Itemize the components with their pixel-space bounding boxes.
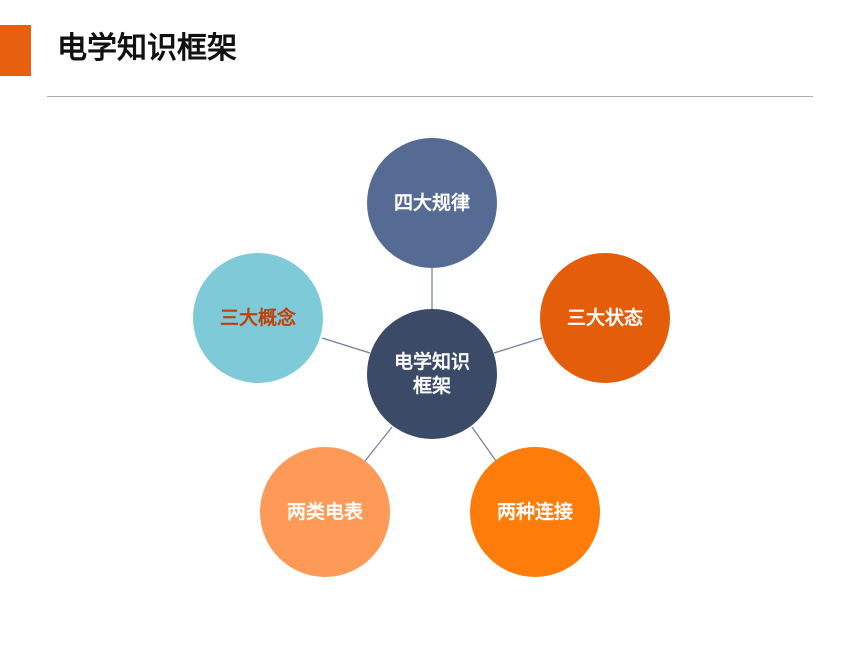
node-left: 三大概念 bbox=[193, 253, 323, 383]
node-top-label: 四大规律 bbox=[393, 192, 470, 214]
node-bottom-left: 两类电表 bbox=[260, 447, 390, 577]
page-title: 电学知识框架 bbox=[57, 31, 237, 66]
node-bottom-right-label: 两种连接 bbox=[496, 501, 573, 523]
center-label-line2: 框架 bbox=[412, 375, 451, 397]
connector-bottom-right bbox=[471, 426, 497, 462]
connector-bottom-left bbox=[364, 426, 393, 462]
node-right-label: 三大状态 bbox=[566, 307, 643, 329]
title-accent-bar bbox=[0, 25, 31, 76]
center-label-line1: 电学知识 bbox=[393, 351, 470, 373]
title-divider bbox=[47, 96, 813, 97]
node-top: 四大规律 bbox=[367, 138, 497, 268]
node-bottom-left-label: 两类电表 bbox=[286, 501, 363, 523]
connector-right bbox=[493, 337, 543, 354]
node-center: 电学知识 框架 bbox=[367, 309, 497, 439]
connector-left bbox=[321, 337, 371, 354]
node-bottom-right: 两种连接 bbox=[470, 447, 600, 577]
node-right: 三大状态 bbox=[540, 253, 670, 383]
node-left-label: 三大概念 bbox=[219, 307, 296, 329]
